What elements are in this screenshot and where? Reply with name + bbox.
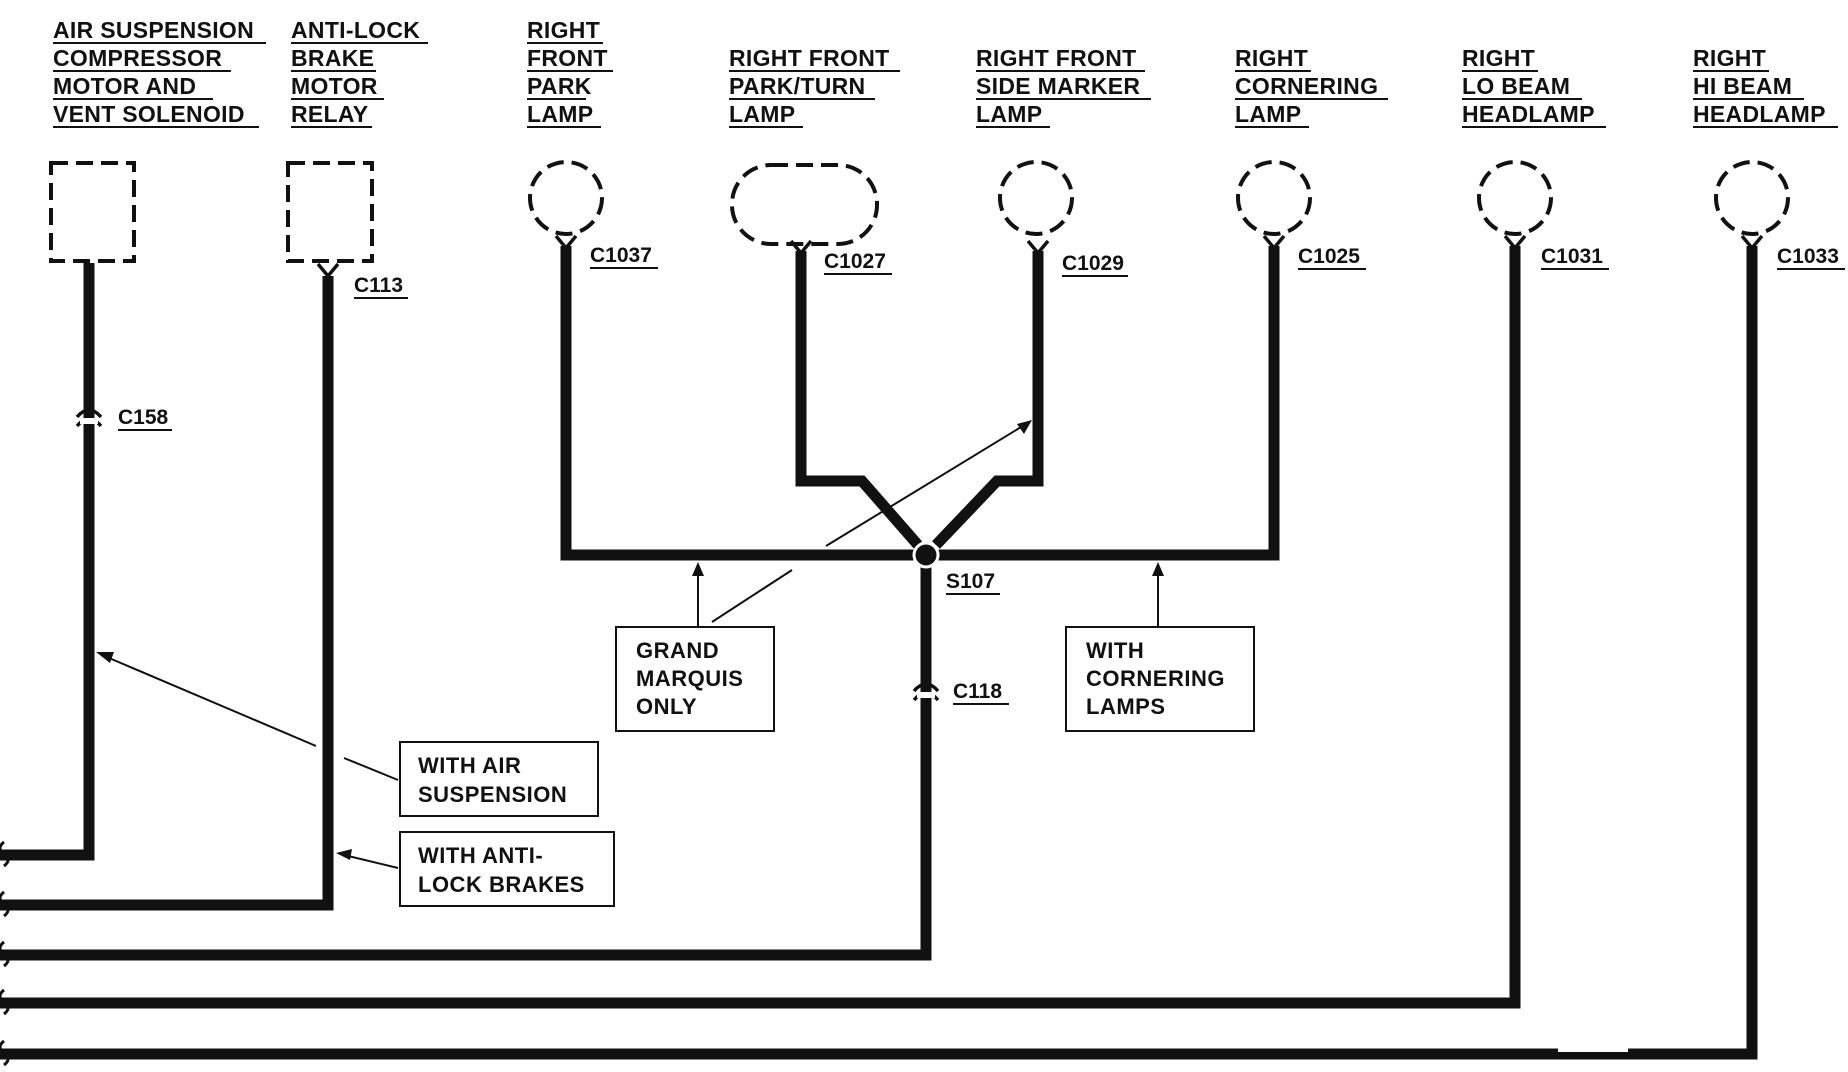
note-line: MARQUIS	[636, 666, 743, 691]
title-line: PARK/TURN	[729, 73, 865, 99]
title-line: AIR SUSPENSION	[53, 17, 254, 43]
title-line: LAMP	[1235, 101, 1301, 127]
title-line: RIGHT	[527, 17, 600, 43]
lo-beam-ground-wire	[0, 246, 1521, 1009]
note-grand-marquis-only: GRAND MARQUIS ONLY	[615, 626, 775, 732]
note-line: LAMPS	[1086, 694, 1166, 719]
cornering-lamp-bulb-symbol	[1236, 160, 1312, 236]
title-line: ANTI-LOCK	[291, 17, 420, 43]
connector-c113-label: C113	[354, 274, 403, 297]
park-lamp-ground-wire	[560, 246, 925, 561]
title-line: BRAKE	[291, 45, 374, 71]
connector-c1037-label: C1037	[590, 244, 652, 267]
note-line: CORNERING	[1086, 666, 1225, 691]
note-line: ONLY	[636, 694, 697, 719]
splice-s107-dot	[912, 541, 940, 569]
note-line: SUSPENSION	[418, 782, 567, 807]
title-line: LAMP	[729, 101, 795, 127]
connector-c1033-label: C1033	[1777, 245, 1839, 268]
title-line: FRONT	[527, 45, 608, 71]
note-with-cornering-lamps: WITH CORNERING LAMPS	[1065, 626, 1255, 732]
title-line: HEADLAMP	[1693, 101, 1826, 127]
cornering-lamp-ground-wire	[930, 246, 1280, 561]
side-marker-lamp-bulb-symbol	[998, 160, 1074, 236]
title-line: LO BEAM	[1462, 73, 1570, 99]
note-leader-lines	[96, 420, 1164, 869]
note-line: GRAND	[636, 638, 719, 663]
title-line: RIGHT FRONT	[976, 45, 1136, 71]
note-line: WITH	[1086, 638, 1144, 663]
note-with-anti-lock-brakes: WITH ANTI- LOCK BRAKES	[399, 831, 615, 907]
side-marker-lamp-ground-wire	[932, 251, 1044, 549]
title-line: RIGHT FRONT	[729, 45, 889, 71]
title-line: COMPRESSOR	[53, 45, 222, 71]
title-line: VENT SOLENOID	[53, 101, 245, 127]
title-line: LAMP	[976, 101, 1042, 127]
note-line: WITH AIR	[418, 753, 521, 778]
title-line: PARK	[527, 73, 592, 99]
title-right-lo-beam: RIGHT LO BEAM HEADLAMP	[1462, 45, 1606, 128]
air-suspension-ground-wire	[0, 263, 95, 861]
title-line: MOTOR	[291, 73, 378, 99]
park-lamp-bulb-symbol	[528, 160, 604, 236]
connector-pin-symbols	[316, 234, 1764, 279]
title-line: SIDE MARKER	[976, 73, 1140, 99]
title-line: RIGHT	[1693, 45, 1766, 71]
connector-c1027-label: C1027	[824, 250, 886, 273]
connector-c158-label: C158	[118, 406, 169, 429]
title-right-cornering: RIGHT CORNERING LAMP	[1235, 45, 1388, 128]
title-anti-lock: ANTI-LOCK BRAKE MOTOR RELAY	[291, 17, 428, 128]
wire-break-symbols	[0, 840, 10, 1067]
title-line: CORNERING	[1235, 73, 1378, 99]
title-line: RIGHT	[1462, 45, 1535, 71]
title-right-hi-beam: RIGHT HI BEAM HEADLAMP	[1693, 45, 1838, 128]
note-line: LOCK BRAKES	[418, 872, 585, 897]
title-right-front-park-turn: RIGHT FRONT PARK/TURN LAMP	[729, 45, 900, 128]
lo-beam-headlamp-bulb-symbol	[1477, 160, 1553, 236]
anti-lock-relay-component-symbol	[286, 161, 374, 263]
connector-c1029-label: C1029	[1062, 252, 1124, 275]
connector-c118-label: C118	[953, 680, 1002, 703]
note-line: WITH ANTI-	[418, 843, 543, 868]
park-turn-lamp-bulb-symbol	[730, 163, 879, 246]
title-line: RIGHT	[1235, 45, 1308, 71]
title-line: HEADLAMP	[1462, 101, 1595, 127]
connector-c1031-label: C1031	[1541, 245, 1603, 268]
hi-beam-headlamp-bulb-symbol	[1714, 160, 1790, 236]
title-right-front-park: RIGHT FRONT PARK LAMP	[527, 17, 613, 128]
title-line: RELAY	[291, 101, 368, 127]
title-right-front-side-marker: RIGHT FRONT SIDE MARKER LAMP	[976, 45, 1151, 128]
title-line: HI BEAM	[1693, 73, 1792, 99]
title-air-suspension: AIR SUSPENSION COMPRESSOR MOTOR AND VENT…	[53, 17, 266, 128]
park-turn-lamp-ground-wire	[795, 251, 923, 549]
air-suspension-component-symbol	[49, 161, 136, 263]
anti-lock-relay-ground-wire	[0, 276, 334, 911]
hi-beam-ground-wire	[0, 246, 1758, 1060]
note-with-air-suspension: WITH AIR SUSPENSION	[399, 741, 599, 817]
splice-s107-label: S107	[946, 570, 995, 593]
title-line: MOTOR AND	[53, 73, 196, 99]
title-line: LAMP	[527, 101, 593, 127]
connector-c1025-label: C1025	[1298, 245, 1360, 268]
